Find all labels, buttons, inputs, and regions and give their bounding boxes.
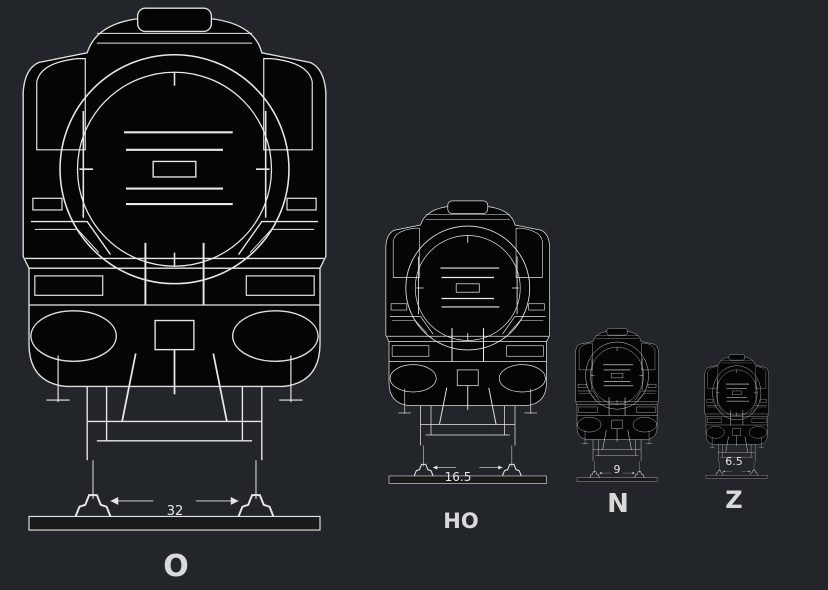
locomotive-n xyxy=(575,327,660,482)
gauge-n: 9 N xyxy=(575,327,660,519)
track-width-n: 9 xyxy=(614,463,621,476)
track-width-o: 32 xyxy=(167,504,184,519)
gauge-z: 6.5 Z xyxy=(704,354,769,514)
track-width-z: 6.5 xyxy=(725,455,743,468)
gauge-label-z: Z xyxy=(725,486,742,514)
gauge-o: 32 O xyxy=(22,7,327,584)
track-width-ho: 16.5 xyxy=(445,470,472,484)
gauge-ho: 16.5 HO xyxy=(385,200,551,533)
gauge-label-o: O xyxy=(163,549,189,584)
gauge-label-n: N xyxy=(607,489,629,519)
locomotive-o xyxy=(22,7,327,532)
locomotive-ho xyxy=(385,200,551,484)
gauge-label-ho: HO xyxy=(443,509,478,533)
